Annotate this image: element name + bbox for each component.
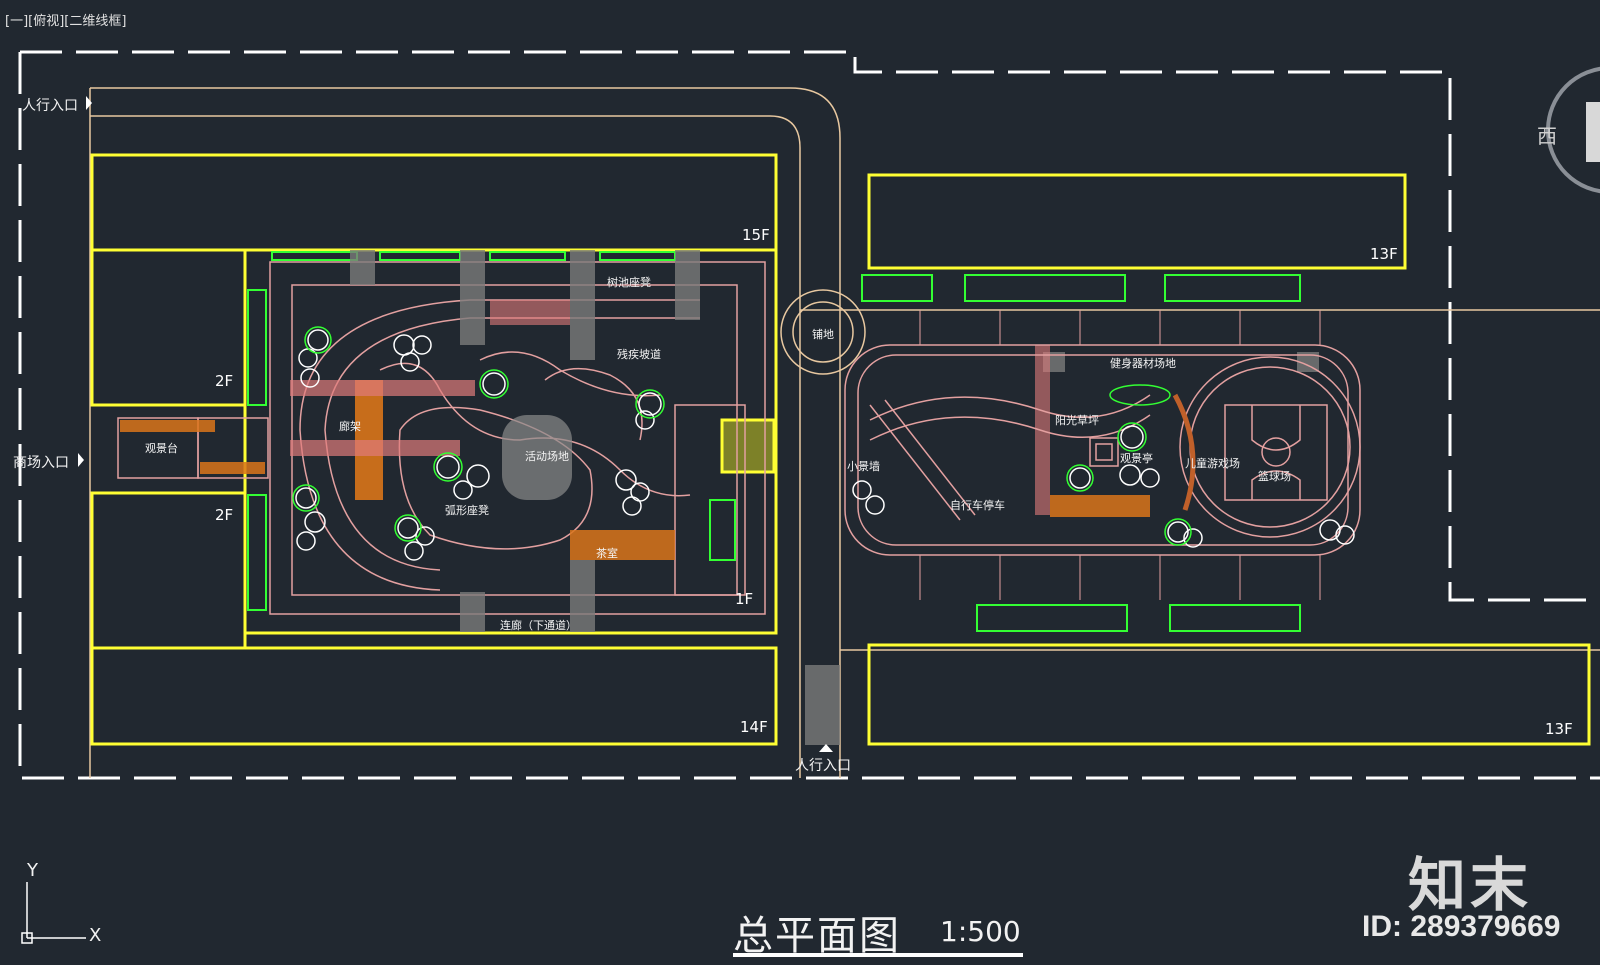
feature-pavilion: 观景亭: [1120, 452, 1153, 465]
ucs-y-label: Y: [27, 860, 38, 881]
parking-bays: [919, 310, 1321, 600]
viewcube[interactable]: [1546, 66, 1600, 194]
floor-label-2f-lower: 2F: [215, 506, 234, 524]
feature-ramp: 残疾坡道: [617, 348, 661, 361]
feature-paving: 铺地: [812, 328, 834, 341]
watermark-id: ID: 289379669: [1362, 910, 1561, 943]
feature-tree-seat: 树池座凳: [607, 276, 651, 289]
feature-bike-parking: 自行车停车: [950, 499, 1005, 512]
ucs-x-label: X: [89, 925, 102, 946]
feature-arc-seat: 弧形座凳: [445, 504, 489, 517]
ucs-icon: [21, 882, 86, 944]
road-network: [89, 87, 1600, 778]
pedestrian-entrance-bottom-label: 人行入口: [795, 758, 851, 774]
feature-gallery: 廊架: [339, 420, 361, 433]
paving-hatch: [120, 250, 1319, 745]
buildings: [90, 153, 1591, 746]
floor-label-14f: 14F: [740, 718, 768, 736]
feature-fitness: 健身器材场地: [1110, 357, 1176, 370]
feature-lawn: 阳光草坪: [1055, 414, 1099, 427]
viewcube-west-label[interactable]: 西: [1537, 124, 1557, 148]
building-13f-north: [867, 173, 1407, 270]
viewport-controls-label[interactable]: [一][俯视][二维线框]: [5, 14, 127, 29]
watermark-logo: 知末: [1408, 851, 1533, 919]
floor-label-15f: 15F: [742, 226, 770, 244]
drawing-scale: 1:500: [940, 915, 1021, 948]
entrance-arrows: [78, 96, 833, 752]
building-14f: [90, 646, 778, 746]
pedestrian-entrance-top-label: 人行入口: [22, 98, 78, 114]
drawing-title: 总平面图: [733, 913, 901, 959]
site-boundary: [18, 50, 1600, 780]
feature-activity: 活动场地: [525, 450, 569, 463]
right-garden: [844, 344, 1361, 556]
basketball-court: [1224, 404, 1328, 501]
floor-label-1f: 1F: [735, 590, 754, 608]
feature-teahouse: 茶室: [596, 547, 618, 560]
mall-entrance-label: 商场入口: [13, 455, 69, 471]
tree-canopy-rings: [292, 326, 1192, 546]
feature-deck: 观景台: [145, 442, 178, 455]
left-garden: [117, 261, 766, 615]
trees: [295, 329, 1355, 561]
floor-label-13f-south: 13F: [1545, 720, 1573, 738]
floor-label-13f-north: 13F: [1370, 245, 1398, 263]
feature-passage: 连廊（下通道）: [500, 619, 577, 632]
building-1f-podium: [243, 248, 778, 635]
floor-label-2f-upper: 2F: [215, 372, 234, 390]
building-15f: [90, 153, 778, 252]
feature-basketball: 篮球场: [1258, 470, 1291, 483]
feature-kids-play: 儿童游戏场: [1185, 457, 1240, 470]
building-13f-south: [867, 643, 1591, 746]
feature-landscape-wall: 小景墙: [847, 460, 880, 473]
